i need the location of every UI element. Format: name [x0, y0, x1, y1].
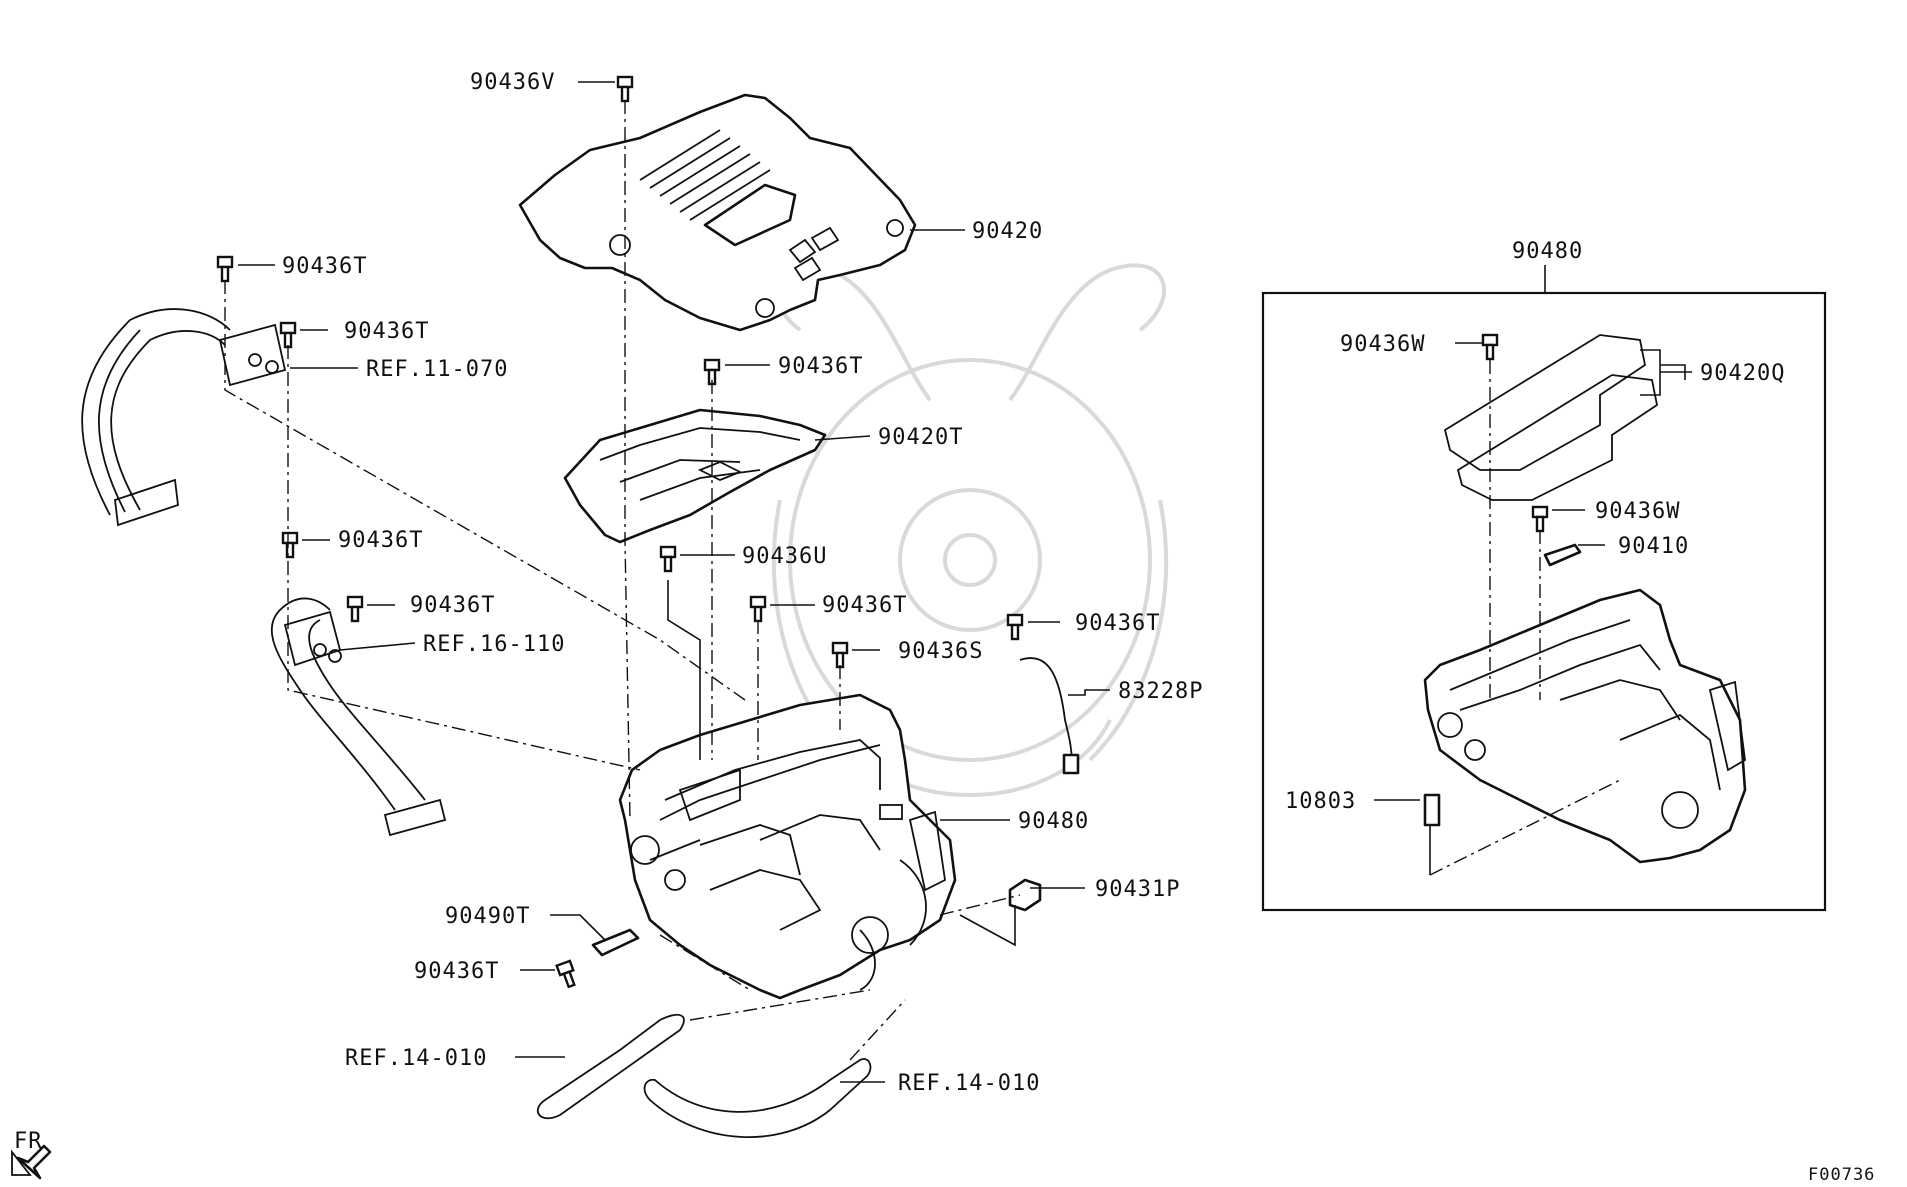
label-90436T-h: 90436T [414, 959, 499, 984]
sensor-83228P-plug [1062, 753, 1080, 775]
label-fr: FR [14, 1129, 43, 1154]
inset-lines [1374, 342, 1692, 876]
sensor-10803 [1423, 793, 1441, 827]
label-90480-main: 90480 [1018, 809, 1089, 834]
label-inset-90480: 90480 [1512, 239, 1583, 264]
label-90490T: 90490T [445, 904, 530, 929]
label-90436U: 90436U [742, 544, 827, 569]
clip-90490T [591, 928, 640, 957]
label-10803: 10803 [1285, 789, 1356, 814]
label-ref-11-070: REF.11-070 [366, 357, 508, 382]
assembly-lines [224, 100, 1021, 1061]
label-90436W-b: 90436W [1595, 499, 1680, 524]
bolt-icons [216, 75, 1024, 989]
gasket-90420Q [1443, 334, 1659, 501]
cover-90420 [518, 93, 917, 332]
label-90436T-a: 90436T [282, 254, 367, 279]
label-90431P: 90431P [1095, 877, 1180, 902]
sensor-83228P [1019, 657, 1073, 766]
label-90436T-d: 90436T [338, 528, 423, 553]
label-90436T-e: 90436T [410, 593, 495, 618]
hose-right [643, 1058, 872, 1139]
clip-90410 [1543, 543, 1582, 567]
label-90436T-f: 90436T [822, 593, 907, 618]
label-90436T-g: 90436T [1075, 611, 1160, 636]
label-ref-14-010-a: REF.14-010 [345, 1046, 487, 1071]
hose-left [536, 1013, 685, 1120]
front-direction-arrow [11, 1144, 52, 1180]
label-90420T: 90420T [878, 425, 963, 450]
diagram-code: F00736 [1808, 1165, 1875, 1185]
leader-lines [238, 81, 1110, 1083]
label-90420: 90420 [972, 219, 1043, 244]
label-90436T-c: 90436T [778, 354, 863, 379]
label-90436T-b: 90436T [344, 319, 429, 344]
cable-harness-lower [270, 597, 447, 837]
shield-90420T [563, 408, 827, 544]
cable-harness-upper [81, 308, 287, 527]
inset-bolt-icons [1481, 333, 1549, 533]
label-90436S: 90436S [898, 639, 983, 664]
inset-frame [1261, 291, 1827, 912]
label-ref-14-010-b: REF.14-010 [898, 1071, 1040, 1096]
inverter-unit-inset [1423, 588, 1747, 864]
inverter-unit-main [618, 693, 957, 1000]
label-83228P: 83228P [1118, 679, 1203, 704]
label-90410: 90410 [1618, 534, 1689, 559]
label-ref-16-110: REF.16-110 [423, 632, 565, 657]
label-90436W-a: 90436W [1340, 332, 1425, 357]
label-90436V: 90436V [470, 70, 555, 95]
label-90420Q: 90420Q [1700, 361, 1785, 386]
